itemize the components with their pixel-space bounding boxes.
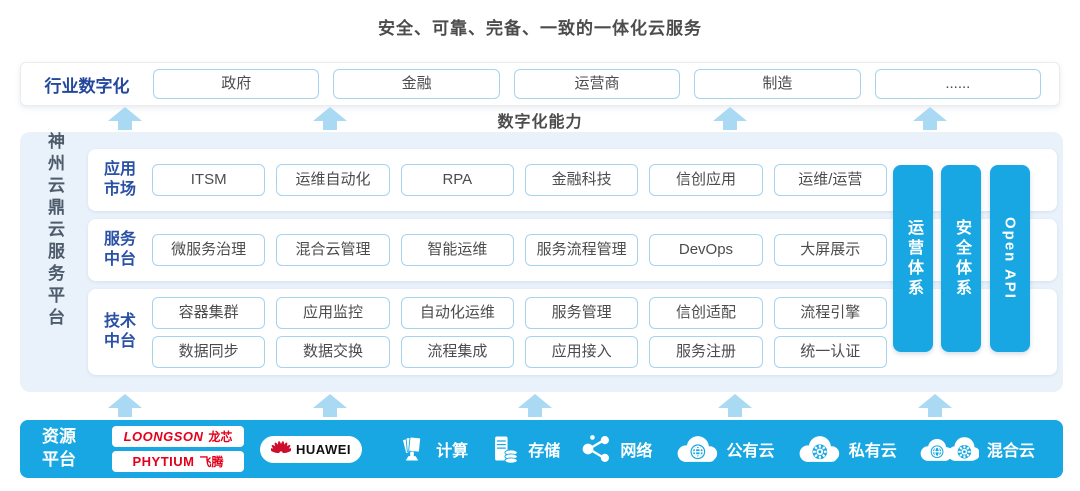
resource-platform-label: 资源 平台 <box>42 426 96 472</box>
up-arrow-icon <box>313 107 347 130</box>
industry-row-label: 行业数字化 <box>44 76 130 96</box>
resource-item-label: 私有云 <box>848 443 897 460</box>
resource-item-public-cloud: 公有云 <box>673 433 775 465</box>
resource-item-network: 网络 <box>580 433 652 465</box>
public-cloud-icon <box>677 436 717 462</box>
network-icon <box>583 435 610 462</box>
resource-item-label: 公有云 <box>726 443 775 460</box>
up-arrow-icon <box>918 394 952 417</box>
box-container-cluster: 容器集群 <box>152 296 266 329</box>
box-app-monitoring: 应用监控 <box>276 296 390 329</box>
industry-row: 行业数字化 政府 金融 运营商 制造 ...... <box>20 62 1060 106</box>
resource-item-label: 计算 <box>436 443 469 460</box>
up-arrow-icon <box>108 107 142 130</box>
box-automated-ops: 自动化运维 <box>400 296 514 329</box>
resource-item-private-cloud: 私有云 <box>795 433 897 465</box>
row-tech-platform: 技术 中台 容器集群 应用监控 自动化运维 服务管理 信创适配 流程引擎 数据同… <box>88 289 1057 375</box>
box-xinchuang-adaptation: 信创适配 <box>649 296 763 329</box>
huawei-flower-icon <box>271 441 291 454</box>
row-label-line2: 市场 <box>103 181 136 198</box>
up-arrow-icon <box>913 107 947 130</box>
resource-item-compute: 计算 <box>396 433 468 465</box>
box-unified-auth: 统一认证 <box>773 335 887 368</box>
row-app-market-boxes: ITSM 运维自动化 RPA 金融科技 信创应用 运维/运营 <box>152 164 887 196</box>
box-data-exchange: 数据交换 <box>276 335 390 368</box>
loongson-cjk: 龙芯 <box>208 430 233 444</box>
row-app-market-label: 应用 市场 <box>88 160 152 200</box>
resource-item-storage: 存储 <box>488 433 560 465</box>
box-hybrid-cloud-mgmt: 混合云管理 <box>276 234 390 266</box>
storage-icon <box>495 436 518 464</box>
row-label-line2: 中台 <box>103 251 136 268</box>
platform-name: 神州云鼎云服务平台 <box>45 132 64 330</box>
huawei-logo: HUAWEI <box>260 435 362 463</box>
industry-box-finance: 金融 <box>333 69 500 99</box>
box-process-integration: 流程集成 <box>400 335 514 368</box>
box-devops: DevOps <box>649 234 763 266</box>
phytium-cjk: 飞腾 <box>199 455 224 469</box>
industry-box-carrier: 运营商 <box>513 69 681 99</box>
tech-boxes-bottom: 数据同步 数据交换 流程集成 应用接入 服务注册 统一认证 <box>152 335 887 368</box>
page-title: 安全、可靠、完备、一致的一体化云服务 <box>378 19 702 38</box>
box-data-sync: 数据同步 <box>152 335 266 368</box>
box-process-engine: 流程引擎 <box>773 296 887 329</box>
box-service-process-mgmt: 服务流程管理 <box>524 234 639 266</box>
up-arrow-icon <box>718 394 752 417</box>
resource-platform-bar: 资源 平台 LOONGSON 龙芯 PHYTIUM 飞腾 <box>20 420 1063 478</box>
box-microservice-governance: 微服务治理 <box>152 234 266 266</box>
hybrid-cloud-icon <box>920 437 979 461</box>
compute-icon <box>402 436 422 461</box>
box-itsm: ITSM <box>152 164 266 196</box>
pillar-security-system: 安全体系 <box>941 165 981 352</box>
vendor-logos: LOONGSON 龙芯 PHYTIUM 飞腾 <box>112 426 244 472</box>
row-tech-platform-label: 技术 中台 <box>88 312 152 352</box>
row-service-platform-boxes: 微服务治理 混合云管理 智能运维 服务流程管理 DevOps 大屏展示 <box>152 234 887 266</box>
up-arrow-icon <box>518 394 552 417</box>
row-label-line2: 中台 <box>103 333 136 350</box>
resource-label-line1: 资源 <box>42 427 76 447</box>
box-fintech: 金融科技 <box>524 164 639 196</box>
huawei-wordmark: HUAWEI <box>296 441 351 457</box>
box-ops-automation: 运维自动化 <box>276 164 390 196</box>
platform-panel: 神州云鼎云服务平台 应用 市场 ITSM 运维自动化 RPA 金融科技 信创应用… <box>20 132 1063 392</box>
row-label-line1: 应用 <box>103 161 136 178</box>
resource-item-label: 混合云 <box>986 443 1035 460</box>
row-tech-platform-boxes: 容器集群 应用监控 自动化运维 服务管理 信创适配 流程引擎 数据同步 数据交换… <box>152 296 887 368</box>
capability-label: 数字化能力 <box>497 114 583 131</box>
industry-box-manufacturing: 制造 <box>694 69 861 99</box>
private-cloud-icon <box>799 436 839 462</box>
box-big-screen: 大屏展示 <box>773 234 887 266</box>
resource-label-line2: 平台 <box>42 450 76 469</box>
up-arrow-icon <box>108 394 142 417</box>
up-arrow-icon <box>313 394 347 417</box>
loongson-logo: LOONGSON 龙芯 <box>112 426 244 447</box>
row-label-line1: 技术 <box>103 313 136 330</box>
loongson-wordmark: LOONGSON <box>123 429 204 444</box>
industry-box-more: ...... <box>874 69 1042 99</box>
resource-item-label: 网络 <box>620 443 653 460</box>
row-label-line1: 服务 <box>103 231 136 248</box>
pillar-open-api: Open API <box>990 165 1030 352</box>
box-app-access: 应用接入 <box>524 335 639 368</box>
resource-item-hybrid-cloud: 混合云 <box>917 433 1035 465</box>
resource-item-list: 计算 存储 <box>362 433 1063 465</box>
box-xinchuang-app: 信创应用 <box>649 164 763 196</box>
box-rpa: RPA <box>400 164 514 196</box>
industry-box-government: 政府 <box>153 69 320 99</box>
resource-item-label: 存储 <box>528 443 561 460</box>
pillar-operation-system: 运营体系 <box>893 165 933 352</box>
phytium-wordmark: PHYTIUM <box>132 454 195 469</box>
phytium-logo: PHYTIUM 飞腾 <box>112 451 244 472</box>
box-ops-operation: 运维/运营 <box>773 164 887 196</box>
up-arrow-icon <box>713 107 747 130</box>
industry-box-list: 政府 金融 运营商 制造 ...... <box>153 69 1042 99</box>
row-service-platform-label: 服务 中台 <box>88 230 152 270</box>
box-service-registry: 服务注册 <box>649 335 763 368</box>
tech-boxes-top: 容器集群 应用监控 自动化运维 服务管理 信创适配 流程引擎 <box>152 296 887 329</box>
box-intelligent-ops: 智能运维 <box>400 234 514 266</box>
box-service-mgmt: 服务管理 <box>524 296 639 329</box>
